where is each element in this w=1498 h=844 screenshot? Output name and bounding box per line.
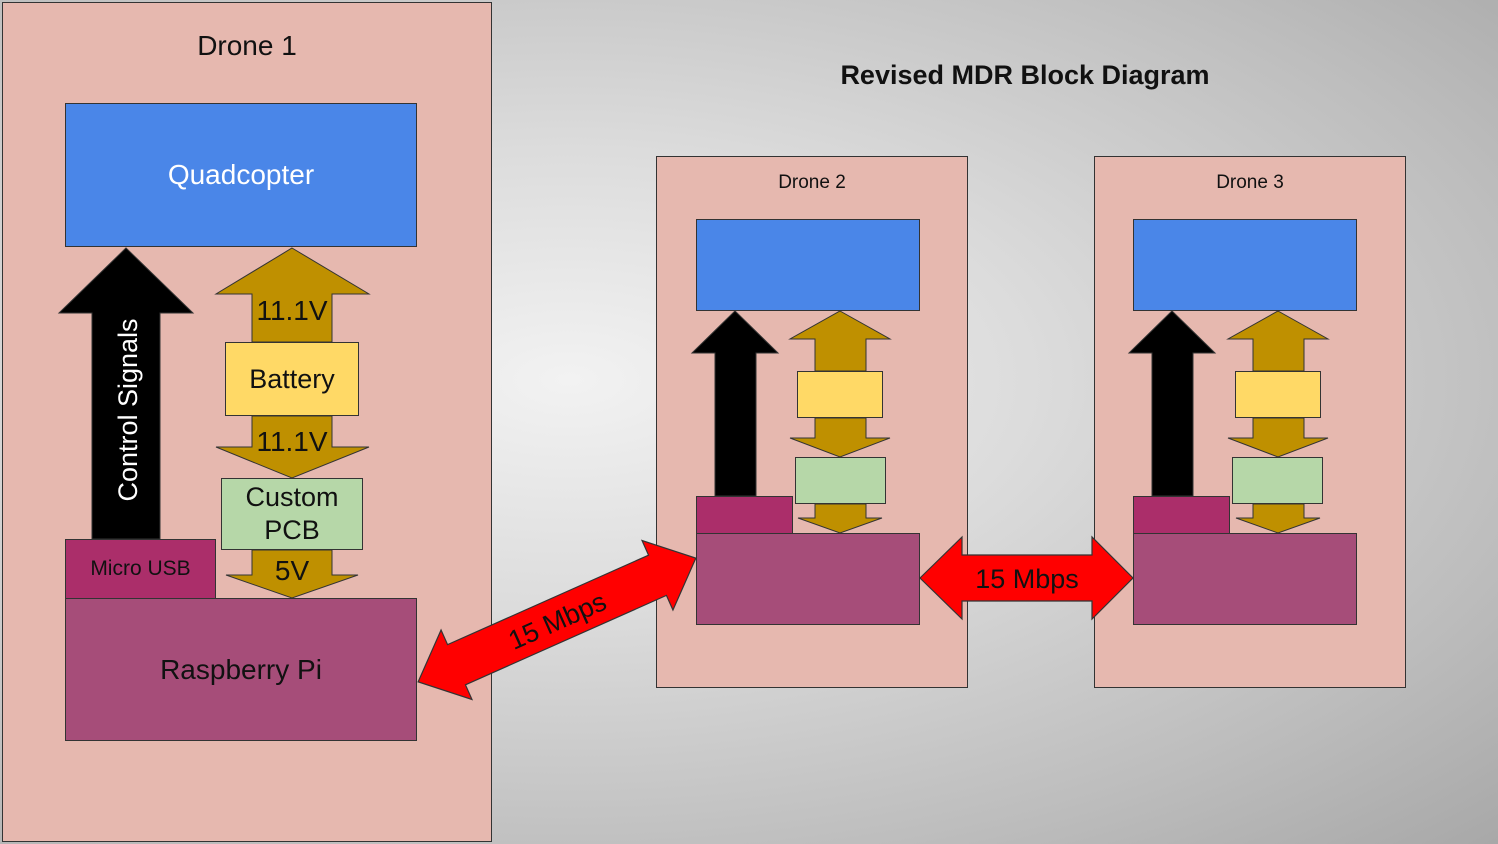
drone2-raspberry-pi	[696, 533, 920, 625]
drone2-power-arrow-bottom	[797, 503, 883, 534]
drone1-battery: Battery	[225, 342, 359, 416]
drone1-raspberry-pi-label: Raspberry Pi	[160, 653, 322, 685]
drone2-power-arrow-mid	[789, 417, 891, 458]
drone2-control-signals-arrow	[690, 310, 780, 497]
drone1-quadcopter: Quadcopter	[65, 103, 417, 247]
drone1-voltage-bottom: 5V	[275, 555, 310, 586]
diagram-title: Revised MDR Block Diagram	[840, 60, 1210, 90]
drone2-label: Drone 2	[778, 172, 846, 193]
drone3-control-signals-arrow	[1127, 310, 1217, 497]
drone3-power-arrow-bottom	[1235, 503, 1321, 534]
link-d1-d2-arrow	[417, 539, 697, 701]
drone1-power-arrow-top	[214, 247, 371, 343]
link-d2-d3-label: 15 Mbps	[975, 564, 1079, 594]
drone2-custom-pcb	[795, 457, 886, 504]
drone1-voltage-top: 11.1V	[256, 295, 327, 326]
drone2-quadcopter	[696, 219, 920, 311]
drone2-power-arrow-top	[788, 310, 892, 372]
drone1-micro-usb-label: Micro USB	[90, 557, 191, 580]
drone1-label: Drone 1	[197, 30, 297, 61]
drone1-control-signals-arrow	[57, 247, 195, 540]
link-d1-d2: 15 Mbps	[417, 539, 697, 701]
drone1-voltage-mid: 11.1V	[256, 426, 327, 457]
drone1-quadcopter-label: Quadcopter	[167, 159, 315, 190]
drone1-control-signals-label: Control Signals	[113, 318, 143, 501]
drone3-power-arrow-top	[1226, 310, 1330, 372]
drone1-custom-pcb-label: Custom PCB	[245, 482, 339, 545]
drone3-quadcopter	[1133, 219, 1357, 311]
drone1-battery-label: Battery	[249, 363, 335, 394]
drone1-power-arrow-bottom	[225, 549, 359, 599]
drone1-raspberry-pi: Raspberry Pi	[65, 598, 417, 741]
drone1-power-arrow-mid	[215, 415, 370, 479]
drone3-label: Drone 3	[1216, 172, 1284, 193]
link-d2-d3-arrow	[919, 535, 1134, 621]
drone3-raspberry-pi	[1133, 533, 1357, 625]
drone3-power-arrow-mid	[1227, 417, 1329, 458]
